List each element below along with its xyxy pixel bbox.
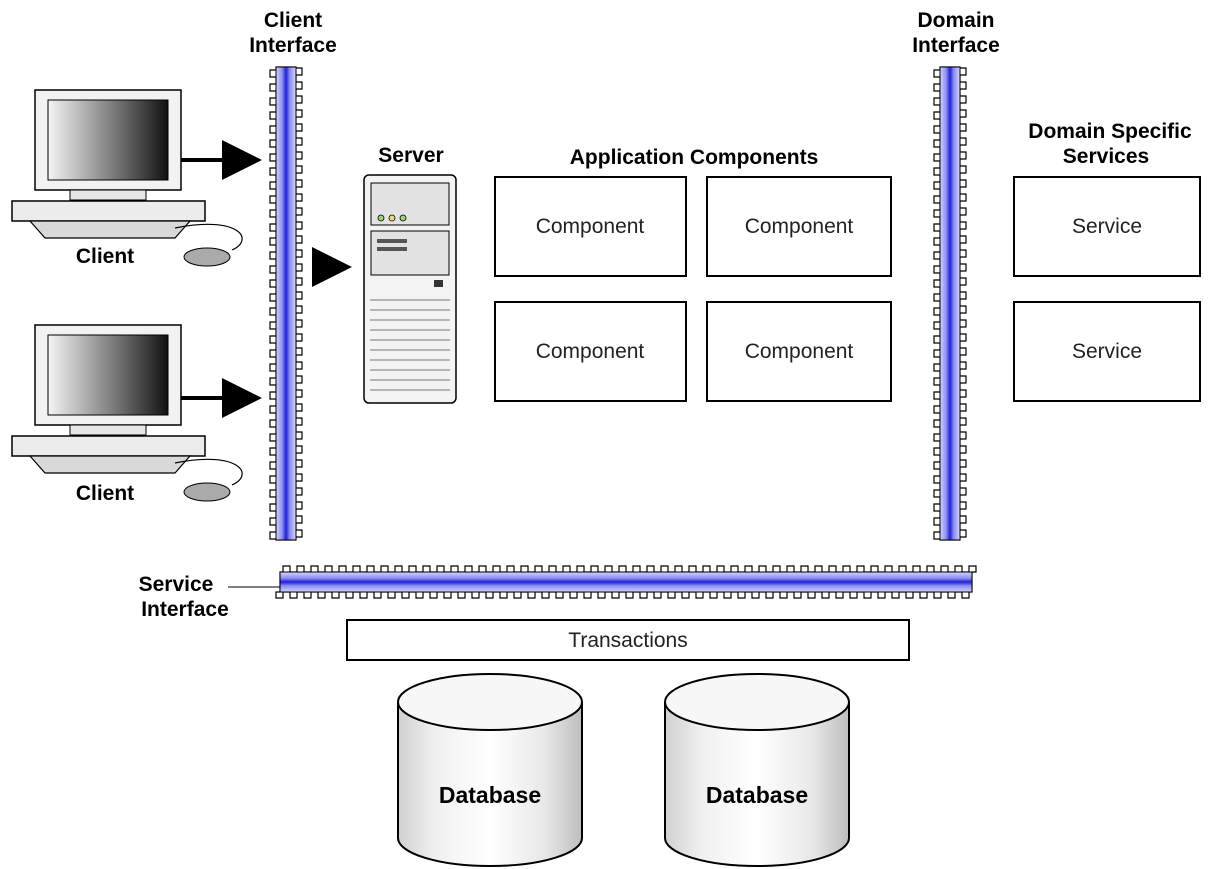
transactions-box: Transactions [346, 619, 910, 661]
domain-interface-bus [933, 66, 967, 541]
service-label: Service [1072, 340, 1142, 363]
service-interface-bus [275, 565, 977, 599]
server-tower [363, 174, 457, 404]
component-label: Component [745, 215, 854, 238]
client-label: Client [76, 245, 134, 268]
database-cylinder: Database [397, 673, 583, 867]
client-label: Client [76, 482, 134, 505]
service-label: Service [1072, 215, 1142, 238]
domain-interface-label-line2: Interface [912, 34, 1000, 57]
client-interface-label-line2: Interface [249, 34, 337, 57]
client-interface-bus [269, 66, 303, 541]
service-box: Service [1013, 301, 1201, 402]
service-interface-label-line1: Service [139, 573, 214, 596]
component-box: Component [494, 176, 687, 277]
database-label: Database [706, 782, 808, 808]
domain-specific-services-label-line2: Services [1063, 145, 1149, 168]
service-interface-label-line2: Interface [141, 598, 229, 621]
component-label: Component [536, 340, 645, 363]
component-box: Component [706, 301, 892, 402]
domain-specific-services-label-line1: Domain Specific [1028, 120, 1192, 143]
client-interface-label-line1: Client [264, 9, 322, 32]
component-label: Component [536, 215, 645, 238]
transactions-label: Transactions [568, 629, 687, 652]
application-components-label: Application Components [570, 146, 819, 169]
service-box: Service [1013, 176, 1201, 277]
client-computer-2: Client [11, 324, 243, 505]
database-label: Database [439, 782, 541, 808]
server-label: Server [378, 144, 443, 167]
component-label: Component [745, 340, 854, 363]
domain-interface-label-line1: Domain [917, 9, 994, 32]
component-box: Component [494, 301, 687, 402]
database-cylinder: Database [664, 673, 850, 867]
client-computer-1: Client [11, 89, 243, 268]
component-box: Component [706, 176, 892, 277]
